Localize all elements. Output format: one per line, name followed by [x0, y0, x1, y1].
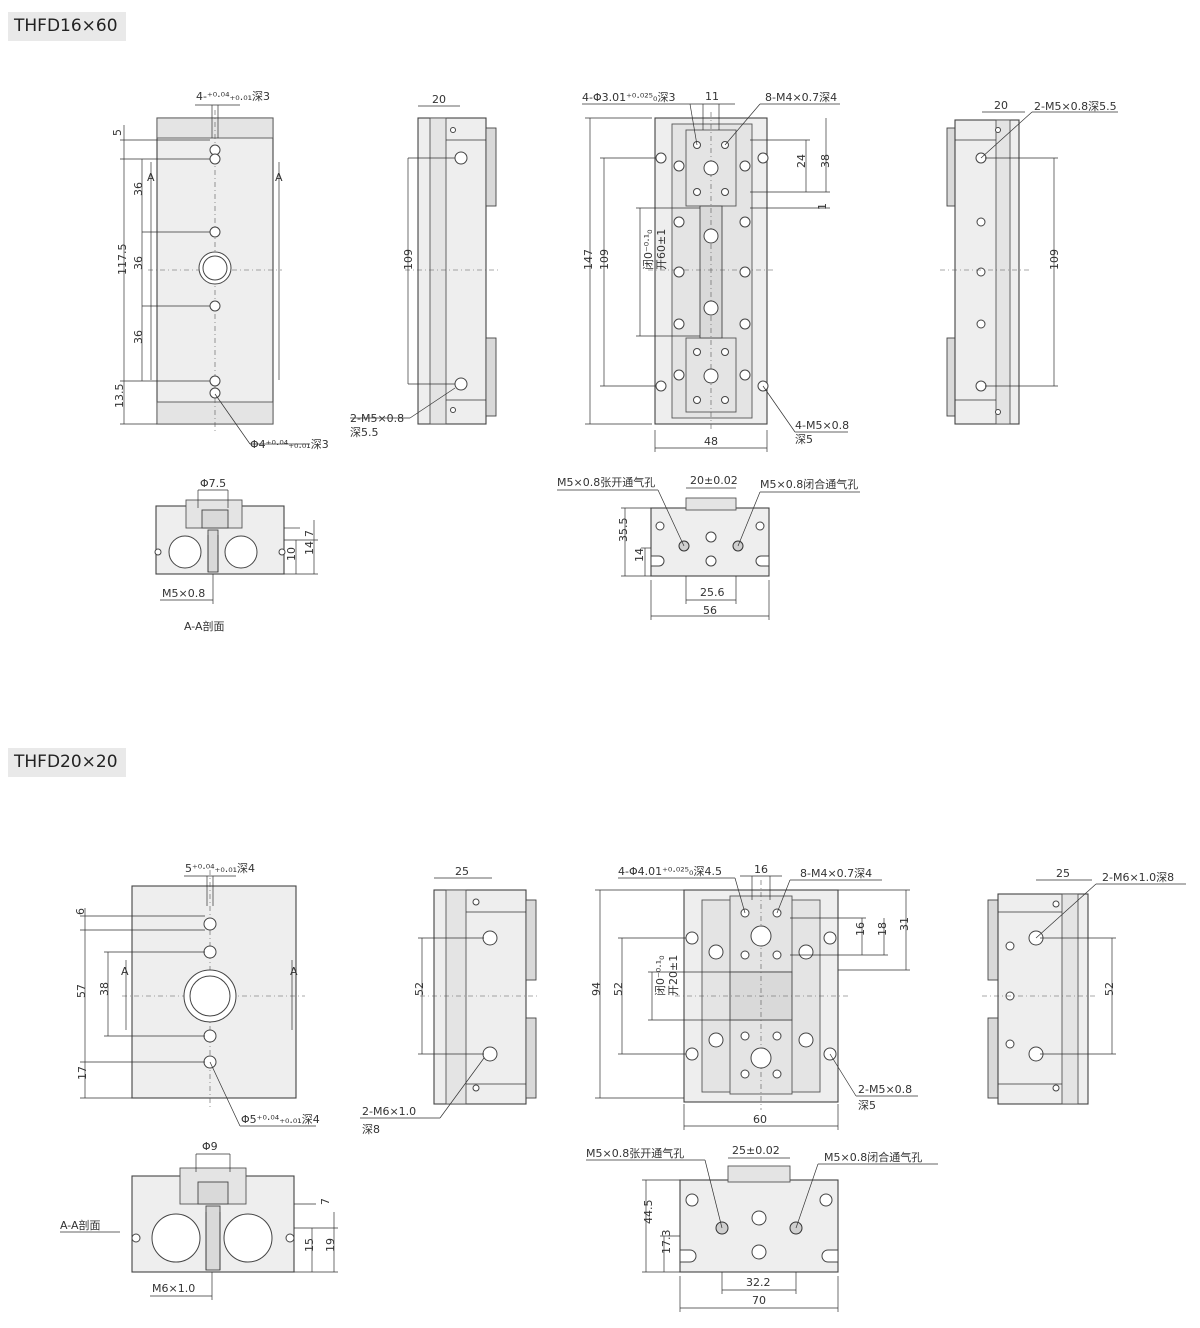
dim-label: 25: [1056, 867, 1070, 880]
side-view-2: 20 2-M5×0.8深5.5 109: [940, 99, 1118, 425]
section-mark: A: [121, 965, 129, 978]
open-port-note: M5×0.8张开通气孔: [586, 1146, 684, 1160]
thread-note: 2-M6×1.0深8: [1102, 871, 1174, 884]
thread-depth: 深5.5: [350, 426, 379, 439]
front-view: 4-⁺⁰·⁰⁴₊₀.₀₁深3 5 36 36 36 117.5 13.5 A A…: [111, 90, 329, 451]
section-caption: A-A剖面: [60, 1218, 101, 1232]
close-port-note: M5×0.8闭合通气孔: [824, 1150, 922, 1164]
dim-label: 70: [752, 1294, 766, 1307]
pin-note: 4-Φ4.01⁺⁰·⁰²⁵₀深4.5: [618, 865, 722, 878]
pin-note: 4-Φ3.01⁺⁰·⁰²⁵₀深3: [582, 91, 675, 104]
hole-note: Φ4⁺⁰·⁰⁴₊₀.₀₁深3: [250, 438, 329, 451]
thread-note: 2-M5×0.8: [350, 412, 404, 425]
dim-label: 52: [612, 982, 625, 996]
dim-label: 52: [1103, 982, 1116, 996]
end-view: M5×0.8张开通气孔 20±0.02 M5×0.8闭合通气孔 35.5 14 …: [557, 474, 860, 620]
port-note: M6×1.0: [152, 1282, 195, 1295]
thread-note: 2-M5×0.8深5.5: [1034, 100, 1117, 113]
stroke-open: 开20±1: [667, 955, 680, 996]
dim-label: Φ7.5: [200, 477, 226, 490]
front-top-label: 4-⁺⁰·⁰⁴₊₀.₀₁深3: [196, 90, 270, 103]
dim-label: 56: [703, 604, 717, 617]
dim-label: 94: [590, 982, 603, 996]
dim-label: 14: [303, 541, 316, 555]
dim-label: 60: [753, 1113, 767, 1126]
end-view: M5×0.8张开通气孔 25±0.02 M5×0.8闭合通气孔 44.5 17.…: [586, 1144, 938, 1312]
dim-label: 15: [303, 1238, 316, 1252]
dim-label: 36: [132, 330, 145, 344]
dim-label: 109: [598, 249, 611, 270]
dim-label: 117.5: [116, 244, 129, 276]
dim-label: 7: [319, 1198, 332, 1205]
dim-label: 35.5: [617, 518, 630, 543]
section-mark: A: [147, 171, 155, 184]
thread-depth: 深8: [362, 1123, 380, 1136]
dim-label: 17.3: [660, 1230, 673, 1255]
dim-label: 13.5: [113, 384, 126, 409]
dim-label: 38: [819, 154, 832, 168]
dim-label: 31: [898, 917, 911, 931]
thread-note: 8-M4×0.7深4: [800, 867, 872, 880]
side-view: 25 52 2-M6×1.0 深8: [360, 865, 540, 1136]
dim-label: 25: [455, 865, 469, 878]
dim-label: 10: [285, 547, 298, 561]
front-top-label: 5⁺⁰·⁰⁴₊₀.₀₁深4: [185, 862, 255, 875]
dim-label: 32.2: [746, 1276, 771, 1289]
dim-label: 6: [74, 908, 87, 915]
dim-label: 48: [704, 435, 718, 448]
dim-label: 14: [633, 548, 646, 562]
side-view: 20 109 2-M5×0.8 深5.5: [350, 93, 500, 439]
thread-note: 2-M6×1.0: [362, 1105, 416, 1118]
dim-label: 18: [876, 922, 889, 936]
dim-label: 44.5: [642, 1200, 655, 1225]
side-view-2: 25 2-M6×1.0深8 52: [982, 867, 1186, 1105]
dim-label: 16: [754, 863, 768, 876]
stroke-closed: 闭0⁻⁰·¹₀: [642, 229, 655, 270]
dim-label: 36: [132, 182, 145, 196]
dim-label: 57: [75, 984, 88, 998]
front-view: 5⁺⁰·⁰⁴₊₀.₀₁深4 6 38 57 17 A A Φ5⁺⁰·⁰⁴₊₀.₀…: [74, 862, 320, 1127]
section-mark: A: [275, 171, 283, 184]
stroke-closed: 闭0⁻⁰·¹₀: [654, 955, 667, 996]
dim-label: 147: [582, 249, 595, 270]
dim-label: 1: [816, 203, 829, 210]
section-view: Φ9 7 15 19 M6×1.0 A-A剖面: [60, 1140, 338, 1300]
side-thread-depth: 深5: [858, 1099, 876, 1112]
hole-note: Φ5⁺⁰·⁰⁴₊₀.₀₁深4: [241, 1113, 320, 1126]
dim-label: 36: [132, 256, 145, 270]
dim-label: 17: [76, 1066, 89, 1080]
side-thread-depth: 深5: [795, 433, 813, 446]
section-caption: A-A剖面: [184, 619, 225, 633]
section-view: Φ7.5 7 14 10 M5×0.8 A-A剖面: [154, 477, 318, 633]
dim-label: 20±0.02: [690, 474, 738, 487]
dim-label: 20: [432, 93, 446, 106]
dim-label: 7: [303, 530, 316, 537]
open-port-note: M5×0.8张开通气孔: [557, 475, 655, 489]
dim-label: 52: [413, 982, 426, 996]
port-note: M5×0.8: [162, 587, 205, 600]
dim-label: 24: [795, 154, 808, 168]
thread-note: 8-M4×0.7深4: [765, 91, 837, 104]
dim-label: 25±0.02: [732, 1144, 780, 1157]
stroke-open: 开60±1: [655, 229, 668, 270]
dim-label: 11: [705, 90, 719, 103]
dim-label: 38: [98, 982, 111, 996]
dim-label: 109: [1048, 249, 1061, 270]
dim-label: 20: [994, 99, 1008, 112]
dim-label: 25.6: [700, 586, 725, 599]
dim-label: 5: [111, 129, 124, 136]
side-thread-note: 4-M5×0.8: [795, 419, 849, 432]
model-title: THFD20×20: [8, 748, 126, 777]
top-view: 4-Φ3.01⁺⁰·⁰²⁵₀深3 11 8-M4×0.7深4 24 38 1 1…: [582, 90, 849, 452]
close-port-note: M5×0.8闭合通气孔: [760, 477, 858, 491]
dim-label: 109: [402, 249, 415, 270]
top-view: 4-Φ4.01⁺⁰·⁰²⁵₀深4.5 16 8-M4×0.7深4 16 18 3…: [590, 863, 918, 1130]
side-thread-note: 2-M5×0.8: [858, 1083, 912, 1096]
dim-label: 19: [324, 1238, 337, 1252]
model-title: THFD16×60: [8, 12, 126, 41]
dim-label: 16: [854, 922, 867, 936]
section-mark: A: [290, 965, 298, 978]
dim-label: Φ9: [202, 1140, 218, 1153]
